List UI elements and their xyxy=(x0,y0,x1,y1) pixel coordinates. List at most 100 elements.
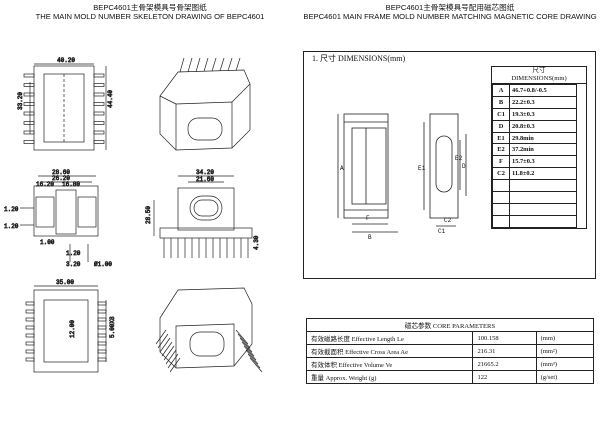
pin-left xyxy=(23,92,35,97)
dim-d430: 4.30 xyxy=(253,235,260,250)
dim-height-44: 44.40 xyxy=(107,90,114,108)
pin-left xyxy=(23,102,35,106)
dim-key xyxy=(492,179,510,193)
dim-key: C2 xyxy=(492,167,510,181)
label-A: A xyxy=(340,165,344,172)
pin xyxy=(155,329,167,345)
dim-key xyxy=(492,202,510,216)
pin xyxy=(169,357,181,373)
dim-key: B xyxy=(492,95,510,109)
core-drawing-panel: 1. 尺寸 DIMENSIONS(mm) xyxy=(303,51,596,279)
dim-value xyxy=(509,191,577,204)
label-E2: E2 xyxy=(455,155,463,162)
pin xyxy=(249,357,263,373)
side-view xyxy=(153,175,253,258)
param-value: 122 xyxy=(472,370,537,384)
dim-header-en: DIMENSIONS(mm) xyxy=(492,75,586,84)
dim-row xyxy=(492,202,577,216)
pin-left xyxy=(25,341,35,346)
pin-left xyxy=(25,333,35,338)
dim-value: 29.8min xyxy=(509,131,577,145)
dim-key xyxy=(492,214,510,228)
dim-value: 19.3±0.3 xyxy=(509,107,577,121)
dim-d2850: 28.50 xyxy=(145,206,152,224)
bottom-view xyxy=(25,285,107,373)
pin-left xyxy=(25,349,35,354)
param-value: 21665.2 xyxy=(472,357,537,371)
dim-header-cn: 尺寸 xyxy=(532,67,546,74)
dim-value: 46.7+0.8/-0.5 xyxy=(509,84,577,97)
dim-top-width: 40.20 xyxy=(57,57,75,64)
left-title-en: THE MAIN MOLD NUMBER SKELETON DRAWING OF… xyxy=(35,12,265,21)
param-label: 重量 Approx. Weight (g) xyxy=(305,370,474,384)
dim-d16a: 16.20 xyxy=(36,181,54,188)
label-F: F xyxy=(366,215,370,222)
dim-key: D xyxy=(492,119,510,133)
core-params-header: 磁芯参数 CORE PARAMETERS xyxy=(306,318,594,332)
dim-d120: 1.20 xyxy=(66,250,81,257)
pin-left xyxy=(23,140,35,144)
dim-key: E1 xyxy=(492,131,510,145)
dim-value: 37.2min xyxy=(509,143,577,157)
pin-left xyxy=(23,111,35,116)
dim-d100: 1.00 xyxy=(40,239,55,246)
pin-right xyxy=(93,121,105,125)
pin xyxy=(165,349,177,365)
pin xyxy=(167,353,179,369)
pin xyxy=(235,57,241,71)
pin xyxy=(203,57,209,72)
param-label: 有效磁路长度 Effective Length Le xyxy=(305,331,474,345)
pin xyxy=(163,345,175,361)
pin-left xyxy=(25,301,35,306)
dim-phi: Ø1.00 xyxy=(94,261,112,268)
pin xyxy=(239,337,253,353)
pin xyxy=(227,57,233,71)
dim-row xyxy=(492,179,577,193)
pin-right xyxy=(93,140,105,144)
pin xyxy=(247,353,261,369)
dim-d28: 28.60 xyxy=(52,169,70,176)
param-value: 216.31 xyxy=(472,344,537,358)
pin xyxy=(235,329,249,345)
dim-value: 22.2±0.3 xyxy=(509,95,577,109)
dim-pin-w: 1.20 xyxy=(4,206,19,213)
core-params-table: 磁芯参数 CORE PARAMETERS 有效磁路长度 Effective Le… xyxy=(305,318,595,384)
param-unit: (mm²) xyxy=(535,344,595,358)
pin-right xyxy=(93,111,105,116)
right-title-en: BEPC4601 MAIN FRAME MOLD NUMBER MATCHING… xyxy=(303,12,597,21)
dim-row xyxy=(492,214,577,228)
pin xyxy=(161,341,173,357)
pin-left xyxy=(23,83,35,87)
section-title: 1. 尺寸 DIMENSIONS(mm) xyxy=(312,54,406,63)
dim-value xyxy=(509,214,577,228)
isometric-view-bottom xyxy=(155,287,263,373)
pin-left xyxy=(25,325,35,330)
pin xyxy=(159,337,171,353)
pin xyxy=(245,349,259,365)
pin-right xyxy=(93,83,105,87)
dim-value: 20.8±0.3 xyxy=(509,119,577,133)
pin xyxy=(195,57,201,72)
dim-d3420: 34.20 xyxy=(196,169,214,176)
dim-pin-w2: 1.20 xyxy=(4,223,19,230)
dim-d3500: 35.00 xyxy=(56,279,74,286)
pin-left xyxy=(25,309,35,314)
label-B: B xyxy=(368,234,372,241)
pin-right xyxy=(93,73,105,78)
pin-right xyxy=(93,102,105,106)
label-C1: C1 xyxy=(438,228,446,235)
dim-d16b: 16.80 xyxy=(62,181,80,188)
pin-left xyxy=(23,130,35,135)
dim-d2160: 21.60 xyxy=(196,176,214,183)
dim-value xyxy=(509,202,577,216)
